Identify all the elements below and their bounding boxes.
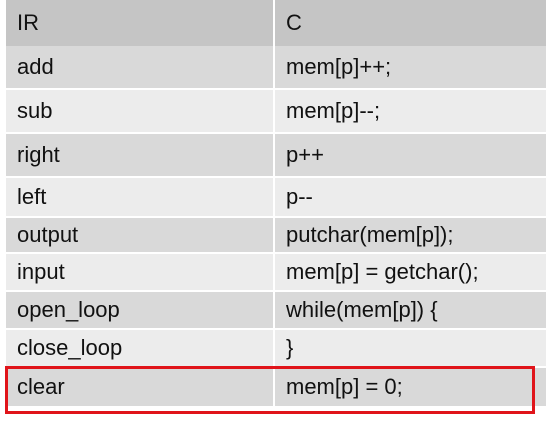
table-row: sub mem[p]--; [6, 90, 546, 134]
ir-cell: input [6, 254, 275, 292]
header-ir: IR [6, 0, 275, 46]
ir-cell: output [6, 218, 275, 254]
ir-cell: close_loop [6, 330, 275, 368]
table-row: output putchar(mem[p]); [6, 218, 546, 254]
ir-cell: sub [6, 90, 275, 134]
c-cell: putchar(mem[p]); [275, 218, 546, 254]
table-row: open_loop while(mem[p]) { [6, 292, 546, 330]
c-cell: mem[p] = 0; [275, 368, 546, 408]
header-c: C [275, 0, 546, 46]
ir-cell: add [6, 46, 275, 90]
ir-cell: left [6, 178, 275, 218]
ir-to-c-table: IR C add mem[p]++; sub mem[p]--; right p… [6, 0, 546, 408]
c-cell: } [275, 330, 546, 368]
ir-cell: right [6, 134, 275, 178]
table-row-highlighted: clear mem[p] = 0; [6, 368, 546, 408]
ir-cell: clear [6, 368, 275, 408]
table-row: right p++ [6, 134, 546, 178]
table-row: add mem[p]++; [6, 46, 546, 90]
c-cell: mem[p]++; [275, 46, 546, 90]
table-row: left p-- [6, 178, 546, 218]
table-row: input mem[p] = getchar(); [6, 254, 546, 292]
ir-cell: open_loop [6, 292, 275, 330]
table-header-row: IR C [6, 0, 546, 46]
c-cell: while(mem[p]) { [275, 292, 546, 330]
c-cell: p++ [275, 134, 546, 178]
c-cell: mem[p]--; [275, 90, 546, 134]
c-cell: mem[p] = getchar(); [275, 254, 546, 292]
table-row: close_loop } [6, 330, 546, 368]
c-cell: p-- [275, 178, 546, 218]
